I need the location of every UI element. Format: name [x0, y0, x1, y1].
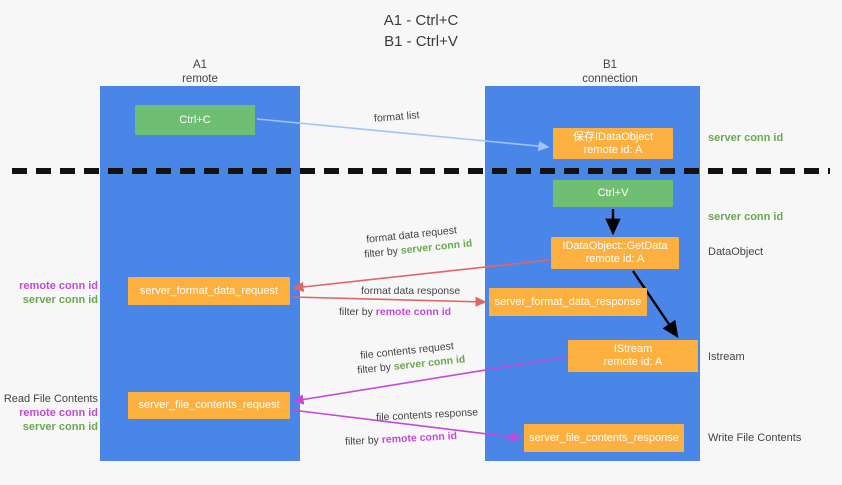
edge-label-format-data-response-filter: filter by remote conn id — [339, 306, 451, 318]
box-istream[interactable]: IStream remote id: A — [568, 340, 698, 372]
label-group-read-file-contents: Read File Contents remote conn id server… — [2, 392, 98, 434]
label-server-conn-id-2: server conn id — [22, 421, 98, 433]
label-read-file-contents: Read File Contents — [3, 393, 98, 405]
filter-prefix: filter by — [344, 434, 383, 448]
box-server-format-data-request[interactable]: server_format_data_request — [128, 277, 290, 305]
filter-prefix: filter by — [339, 306, 376, 318]
column-header-a1: A1 remote — [182, 59, 218, 85]
column-header-b1: B1 connection — [582, 59, 638, 85]
label-remote-conn-id-2: remote conn id — [19, 407, 98, 419]
filter-value-remote-conn-id: remote conn id — [381, 430, 458, 446]
page-title: A1 - Ctrl+C B1 - Ctrl+V — [383, 12, 459, 50]
edge-label-format-list: format list — [373, 109, 420, 125]
label-istream: Istream — [708, 351, 745, 363]
box-server-file-contents-response[interactable]: server_file_contents_response — [524, 424, 684, 452]
box-idataobject-getdata[interactable]: IDataObject::GetData remote id: A — [551, 237, 679, 269]
edge-label-format-data-response: format data response — [361, 285, 461, 297]
filter-prefix: filter by — [356, 360, 395, 377]
label-group-conn-ids-upper: remote conn id server conn id — [2, 279, 98, 307]
edge-label-file-contents-response: file contents response — [375, 406, 479, 424]
label-server-conn-id-1: server conn id — [22, 294, 98, 306]
label-dataobject: DataObject — [708, 246, 764, 258]
box-server-format-data-response[interactable]: server_format_data_response — [489, 288, 647, 316]
box-server-file-contents-request[interactable]: server_file_contents_request — [128, 392, 290, 419]
label-write-file-contents: Write File Contents — [708, 432, 802, 444]
label-server-conn-id-mid: server conn id — [708, 211, 784, 223]
box-ctrl-v[interactable]: Ctrl+V — [553, 180, 673, 207]
box-ctrl-c[interactable]: Ctrl+C — [135, 105, 255, 135]
filter-prefix: filter by — [363, 244, 402, 261]
filter-value-remote-conn-id: remote conn id — [375, 306, 452, 318]
label-remote-conn-id-1: remote conn id — [19, 280, 98, 292]
label-server-conn-id-top: server conn id — [708, 132, 784, 144]
edge-label-file-contents-response-filter: filter by remote conn id — [345, 430, 458, 448]
box-save-idataobject[interactable]: 保存IDataObject remote id: A — [553, 128, 673, 159]
